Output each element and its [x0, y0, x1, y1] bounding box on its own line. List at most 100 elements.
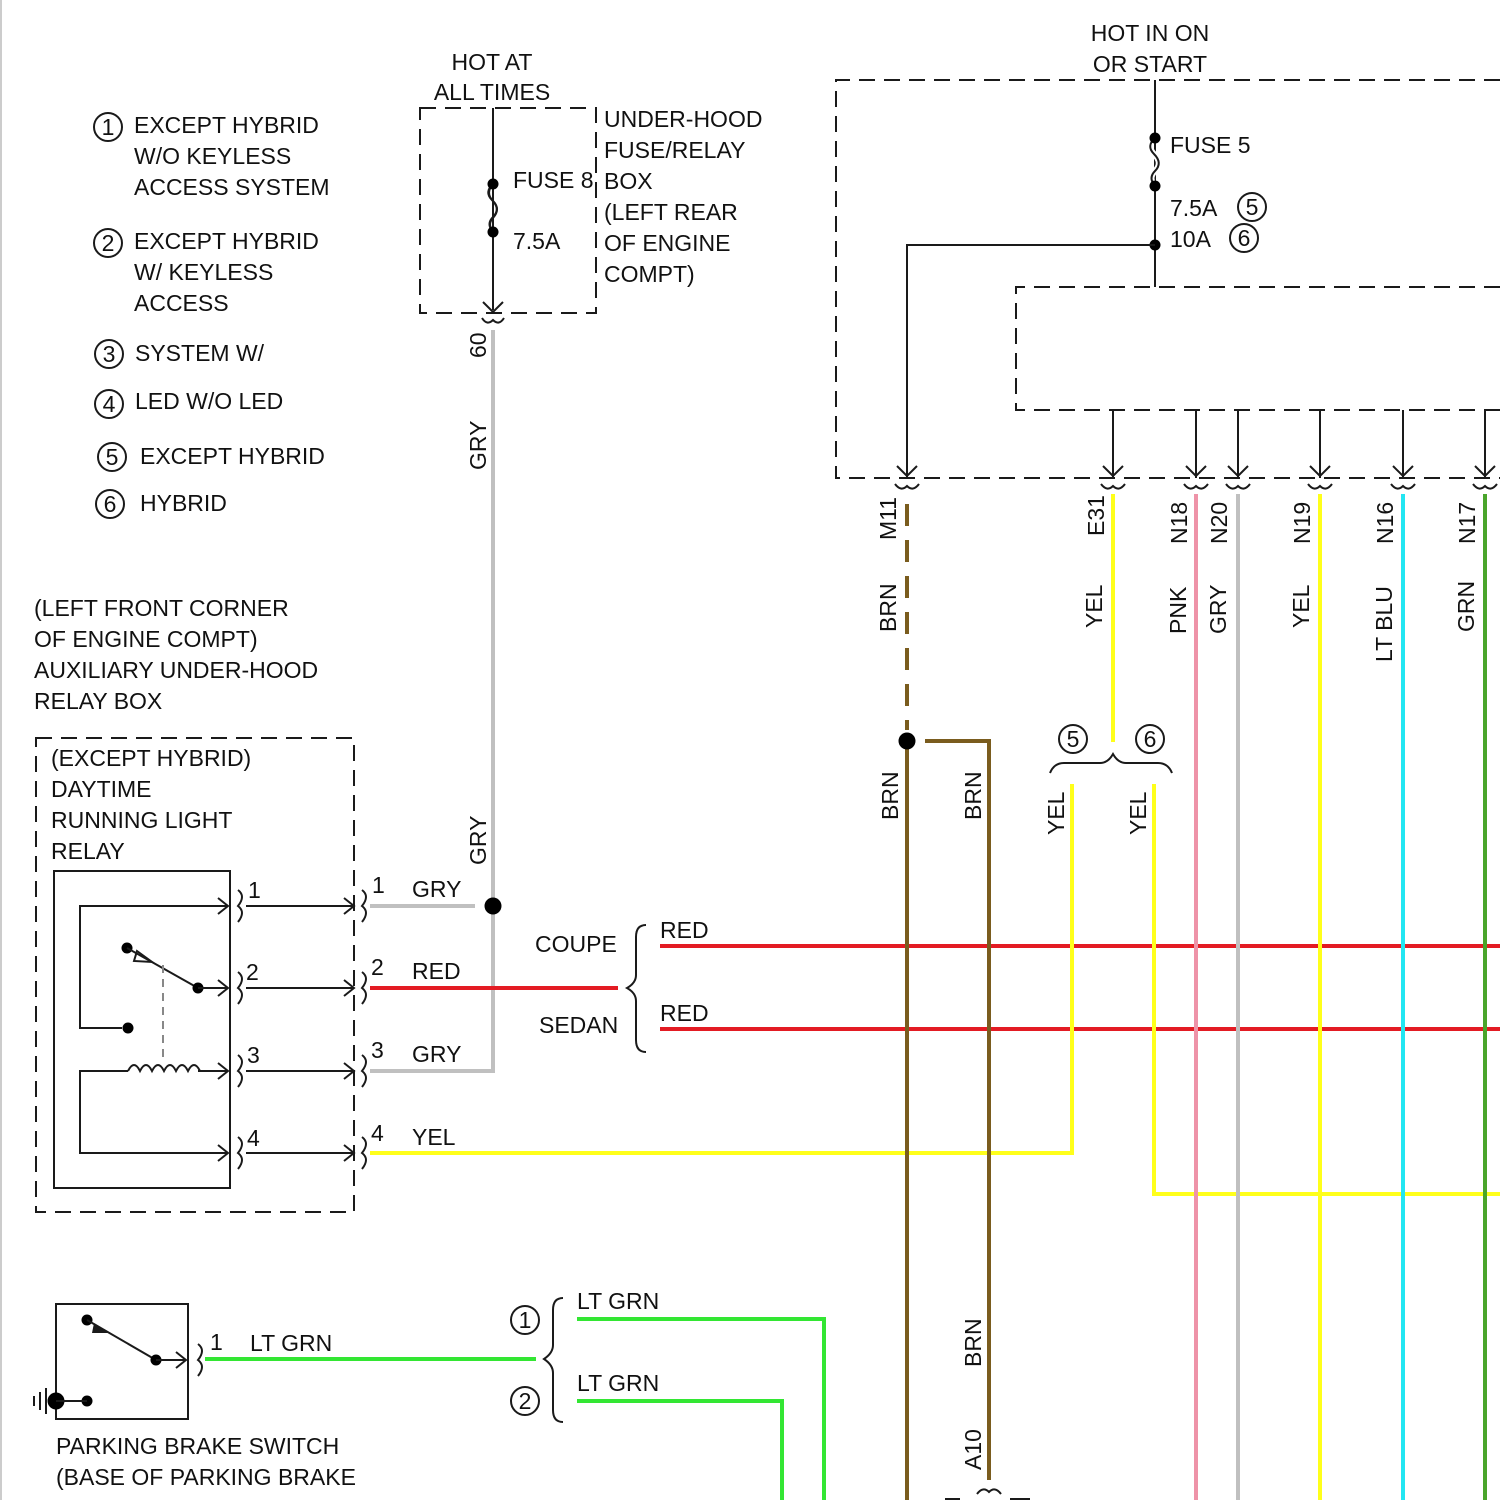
diagram-label: 1 — [102, 114, 115, 140]
diagram-label: OF ENGINE COMPT) — [34, 626, 258, 652]
diagram-label: BOX — [604, 168, 653, 194]
diagram-label: RED — [412, 958, 461, 984]
diagram-label: ALL TIMES — [434, 79, 550, 105]
diagram-label: 1 — [248, 877, 261, 903]
gry-lower-label: GRY — [465, 816, 491, 865]
diagram-label: 3 — [371, 1037, 384, 1063]
diagram-label: YEL — [1043, 791, 1069, 835]
diagram-label: DAYTIME — [51, 776, 152, 802]
fuse-5-box: HOT IN ON OR START FUSE 5 7.5A 5 10A 6 — [836, 20, 1500, 489]
sedan-label: SEDAN — [539, 1012, 618, 1038]
diagram-label: 3 — [103, 341, 116, 367]
wire-ltgrn-1 — [577, 1319, 824, 1500]
diagram-label: 5 — [1067, 726, 1080, 752]
gry-upper-label: GRY — [465, 421, 491, 470]
diagram-label: EXCEPT HYBRID — [140, 443, 325, 469]
legend: 1 EXCEPT HYBRID W/O KEYLESS ACCESS SYSTE… — [94, 112, 330, 518]
aux-relay-box: (LEFT FRONT CORNER OF ENGINE COMPT) AUXI… — [34, 595, 461, 1212]
diagram-label: UNDER-HOOD — [604, 106, 762, 132]
relay-title: (EXCEPT HYBRID) — [51, 745, 251, 771]
wire-brn-branch — [925, 741, 989, 1480]
parking-brake-switch: 1 LT GRN PARKING BRAKE SWITCH (BASE OF P… — [34, 1288, 659, 1490]
hot-at-all-times-label: HOT AT — [452, 49, 533, 75]
brn-bottom-label: BRN — [960, 1318, 986, 1367]
legend-item-6: 6 HYBRID — [96, 490, 227, 518]
brn-left-label: BRN — [877, 771, 903, 820]
legend-item-5: 5 EXCEPT HYBRID — [98, 443, 325, 471]
diagram-label: (LEFT REAR — [604, 199, 738, 225]
diagram-label: RED — [660, 917, 709, 943]
diagram-label: PNK — [1165, 586, 1191, 634]
diagram-label: W/ KEYLESS — [134, 259, 273, 285]
diagram-label: YEL — [1125, 791, 1151, 835]
wire-ltgrn-2 — [577, 1401, 782, 1500]
legend-item-3: 3 SYSTEM W/ — [95, 340, 265, 368]
diagram-label: LT GRN — [577, 1370, 659, 1396]
diagram-label: 1 — [210, 1329, 223, 1355]
splice-gry — [485, 898, 502, 915]
pin-n18-label: N18 — [1166, 502, 1192, 544]
diagram-label: OR START — [1093, 51, 1207, 77]
diagram-label: HYBRID — [140, 490, 227, 516]
diagram-label: FUSE/RELAY — [604, 137, 745, 163]
brn-right-label: BRN — [960, 771, 986, 820]
diagram-label: COMPT) — [604, 261, 695, 287]
pin-a10-label: A10 — [960, 1429, 986, 1470]
diagram-label: EXCEPT HYBRID — [134, 112, 319, 138]
diagram-label: 2 — [519, 1388, 532, 1414]
relay-pin-1: 1 1 GRY — [238, 872, 461, 922]
relay-coil-symbol — [128, 1065, 200, 1071]
diagram-label: 1 — [519, 1307, 532, 1333]
underhood-fuse-box: HOT AT ALL TIMES FUSE 8 7.5A UNDER-HOOD … — [420, 49, 762, 358]
diagram-label: 2 — [371, 954, 384, 980]
pin-n19-label: N19 — [1289, 502, 1315, 544]
diagram-label: 7.5A — [1170, 195, 1218, 221]
diagram-label: 10A — [1170, 226, 1212, 252]
diagram-label: 4 — [247, 1125, 260, 1151]
coupe-label: COUPE — [535, 931, 617, 957]
diagram-label: (BASE OF PARKING BRAKE — [56, 1464, 356, 1490]
legend-item-1: 1 EXCEPT HYBRID W/O KEYLESS ACCESS SYSTE… — [94, 112, 330, 200]
diagram-label: 2 — [102, 230, 115, 256]
diagram-label: RELAY BOX — [34, 688, 162, 714]
diagram-label: 6 — [1238, 225, 1251, 251]
diagram-label: 1 — [372, 872, 385, 898]
diagram-label: YEL — [412, 1124, 456, 1150]
diagram-label: 5 — [106, 444, 119, 470]
parking-brake-caption: PARKING BRAKE SWITCH — [56, 1433, 339, 1459]
diagram-label: GRY — [412, 1041, 461, 1067]
diagram-label: BRN — [875, 583, 901, 632]
diagram-label: SYSTEM W/ — [135, 340, 265, 366]
ltgrn-brake-label: LT GRN — [250, 1330, 332, 1356]
top-connector-labels: M11 BRN E31 YEL N18 PNK N20 GRY N19 YEL … — [875, 495, 1480, 662]
diagram-label: 6 — [104, 491, 117, 517]
diagram-label: RED — [660, 1000, 709, 1026]
hot-in-on-label: HOT IN ON — [1091, 20, 1209, 46]
pin-e31-label: E31 — [1083, 495, 1109, 536]
diagram-label: AUXILIARY UNDER-HOOD — [34, 657, 318, 683]
diagram-label: ACCESS — [134, 290, 229, 316]
diagram-label: GRN — [1453, 581, 1479, 632]
diagram-label: GRY — [1205, 585, 1231, 634]
legend-item-4: 4 LED W/O LED — [95, 388, 283, 418]
pin-60-label: 60 — [465, 332, 491, 358]
pin-n20-label: N20 — [1206, 502, 1232, 544]
diagram-label: GRY — [412, 876, 461, 902]
fuse-5-label: FUSE 5 — [1170, 132, 1251, 158]
diagram-label: 4 — [371, 1120, 384, 1146]
diagram-label: EXCEPT HYBRID — [134, 228, 319, 254]
diagram-label: OF ENGINE — [604, 230, 731, 256]
diagram-label: 3 — [247, 1042, 260, 1068]
diagram-label: 5 — [1246, 194, 1259, 220]
legend-item-2: 2 EXCEPT HYBRID W/ KEYLESS ACCESS — [94, 228, 319, 316]
fuse-8-label: FUSE 8 — [513, 167, 594, 193]
diagram-label: 2 — [246, 959, 259, 985]
relay-pin-4: 4 4 YEL — [238, 1120, 456, 1169]
relay-pin-2: 2 2 RED — [238, 954, 461, 1004]
aux-box-caption: (LEFT FRONT CORNER — [34, 595, 289, 621]
pin-n17-label: N17 — [1454, 502, 1480, 544]
splice-brn — [899, 733, 916, 750]
underhood-box-outline — [420, 108, 596, 313]
diagram-label: LED W/O LED — [135, 388, 283, 414]
